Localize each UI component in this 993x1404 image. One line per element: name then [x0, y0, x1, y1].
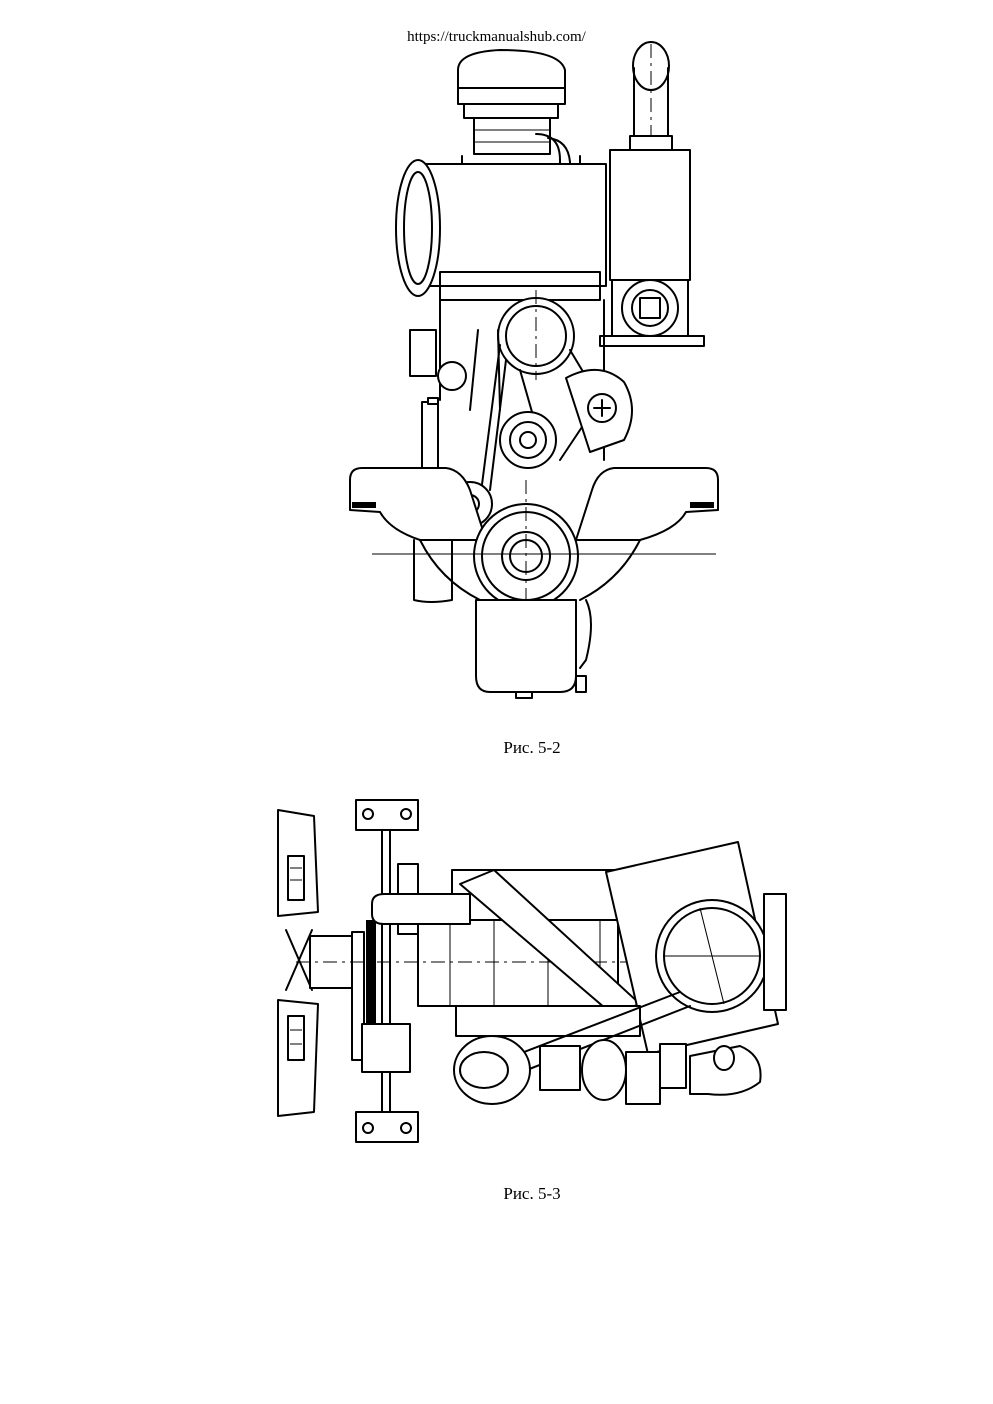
air-cleaner-housing	[605, 841, 787, 1055]
cooling-fan	[277, 809, 357, 1117]
front-mount-brackets	[355, 799, 419, 1143]
water-pump-pulley	[497, 290, 575, 380]
air-cleaner-top	[457, 49, 566, 155]
engine-top-view-drawing	[277, 799, 787, 1143]
oil-pan	[475, 599, 592, 699]
engine-front-view-drawing	[349, 41, 719, 699]
turbocharger-top	[581, 1039, 687, 1105]
turbocharger	[599, 279, 705, 347]
fan-pulley	[499, 411, 557, 469]
figure-caption-5-3: Рис. 5-3	[503, 1184, 561, 1203]
oil-filter-housing	[453, 1035, 531, 1105]
figure-caption-5-2: Рис. 5-2	[503, 738, 561, 757]
air-cleaner-canister	[395, 155, 607, 301]
alternator	[565, 368, 633, 453]
source-url: https://truckmanualshub.com/	[407, 29, 586, 45]
exhaust-stack	[609, 41, 691, 330]
front-engine-support	[349, 467, 719, 601]
